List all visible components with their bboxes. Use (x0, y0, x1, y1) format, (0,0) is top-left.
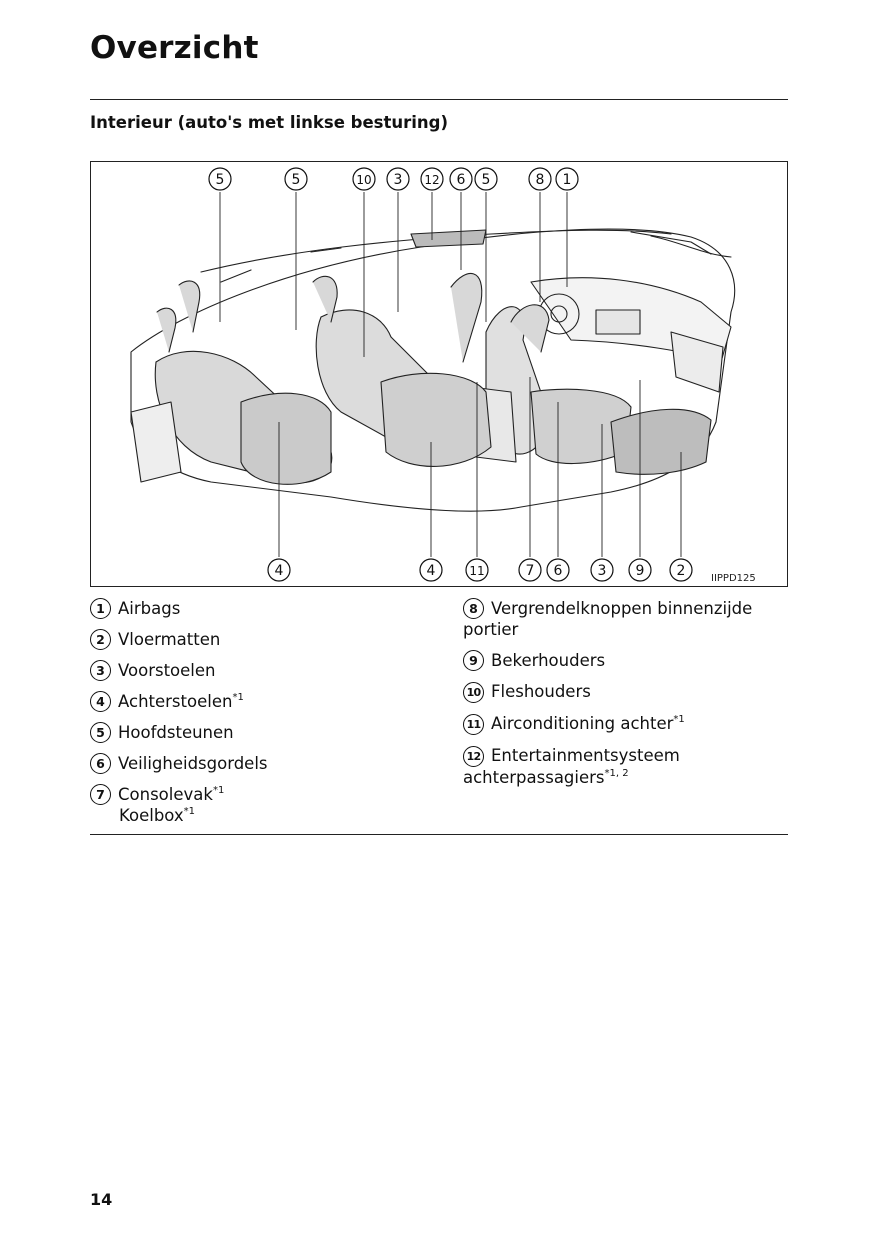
callout-4-b: 4 (419, 558, 443, 582)
svg-text:10: 10 (356, 173, 371, 187)
callout-3-bottom: 3 (590, 558, 614, 582)
legend-item-veiligheidsgordels: 6 Veiligheidsgordels (90, 753, 450, 774)
legend-number: 6 (90, 753, 111, 774)
svg-text:11: 11 (469, 564, 484, 578)
svg-text:12: 12 (424, 173, 439, 187)
svg-text:8: 8 (536, 172, 545, 188)
legend-item-vergrendelknoppen: 8 Vergrendelknoppen binnenzijde portier (463, 598, 793, 640)
footnote-marker: *1 (183, 806, 196, 817)
legend-divider (90, 834, 788, 835)
interior-illustration: 5 5 10 3 12 6 5 8 1 4 4 11 7 6 3 9 2 IIP… (90, 161, 788, 587)
legend-label: Airbags (118, 599, 181, 618)
svg-text:9: 9 (636, 563, 645, 579)
legend-number: 1 (90, 598, 111, 619)
callout-5-a: 5 (208, 167, 232, 191)
section-title: Interieur (auto's met linkse besturing) (90, 113, 448, 132)
figure-code: IIPPD125 (711, 573, 756, 584)
legend-left: 1 Airbags 2 Vloermatten 3 Voorstoelen 4 Acht… (90, 598, 450, 836)
car-interior-drawing: 5 5 10 3 12 6 5 8 1 4 4 11 7 6 3 9 2 IIP… (130, 167, 756, 584)
page-number: 14 (90, 1190, 113, 1209)
legend-number: 10 (463, 682, 484, 703)
legend-number: 2 (90, 629, 111, 650)
svg-text:2: 2 (677, 563, 686, 579)
legend-label: Voorstoelen (118, 661, 216, 680)
legend-label: Vloermatten (118, 630, 221, 649)
legend-item-airconditioning: 11 Airconditioning achter*1 (463, 713, 793, 735)
legend-label: Hoofdsteunen (118, 723, 234, 742)
callout-12: 12 (420, 167, 444, 191)
svg-text:4: 4 (427, 563, 436, 579)
legend-number: 12 (463, 746, 484, 767)
callout-4-a: 4 (267, 558, 291, 582)
legend-item-airbags: 1 Airbags (90, 598, 450, 619)
legend-number: 11 (463, 714, 484, 735)
callout-10: 10 (352, 167, 376, 191)
callout-1: 1 (555, 167, 579, 191)
legend-item-hoofdsteunen: 5 Hoofdsteunen (90, 722, 450, 743)
callout-5-c: 5 (474, 167, 498, 191)
svg-text:6: 6 (554, 563, 563, 579)
legend-label: Fleshouders (491, 682, 591, 701)
callout-6-top: 6 (449, 167, 473, 191)
legend-label-continued: portier (463, 620, 519, 639)
svg-text:5: 5 (292, 172, 301, 188)
legend-label-koelbox: Koelbox (119, 806, 184, 825)
callout-7: 7 (518, 558, 542, 582)
callout-8: 8 (528, 167, 552, 191)
footnote-marker: *1 (673, 714, 685, 725)
legend-right: 8 Vergrendelknoppen binnenzijde portier 9… (463, 598, 793, 798)
svg-text:3: 3 (598, 563, 607, 579)
legend-label: Achterstoelen (118, 692, 233, 711)
svg-text:5: 5 (216, 172, 225, 188)
legend-label: Veiligheidsgordels (118, 754, 268, 773)
footnote-marker: *1 (212, 785, 225, 796)
svg-text:6: 6 (457, 172, 466, 188)
callout-2: 2 (669, 558, 693, 582)
legend-label: Vergrendelknoppen binnenzijde (491, 599, 753, 618)
legend-label: Entertainmentsysteem (491, 746, 680, 765)
page-title: Overzicht (90, 30, 259, 66)
legend-item-achterstoelen: 4 Achterstoelen*1 (90, 691, 450, 712)
callout-11: 11 (465, 558, 489, 582)
title-divider (90, 99, 788, 100)
callout-3-top: 3 (386, 167, 410, 191)
legend-label: Bekerhouders (491, 651, 606, 670)
callout-5-b: 5 (284, 167, 308, 191)
legend-number: 7 (90, 784, 111, 805)
footnote-marker: *1 (232, 692, 244, 703)
svg-text:3: 3 (394, 172, 403, 188)
legend-number: 5 (90, 722, 111, 743)
legend-label: Consolevak (118, 785, 213, 804)
legend-item-vloermatten: 2 Vloermatten (90, 629, 450, 650)
callout-9: 9 (628, 558, 652, 582)
legend-item-bekerhouders: 9 Bekerhouders (463, 650, 793, 671)
svg-text:5: 5 (482, 172, 491, 188)
legend-label: Airconditioning achter (491, 714, 674, 733)
legend-item-entertainment: 12 Entertainmentsysteem achterpassagiers*… (463, 745, 793, 788)
legend-item-fleshouders: 10 Fleshouders (463, 681, 793, 703)
callout-6-bottom: 6 (546, 558, 570, 582)
legend-number: 9 (463, 650, 484, 671)
legend-number: 4 (90, 691, 111, 712)
svg-text:4: 4 (275, 563, 284, 579)
svg-text:1: 1 (563, 172, 572, 188)
footnote-marker: *1, 2 (604, 768, 629, 779)
legend-item-voorstoelen: 3 Voorstoelen (90, 660, 450, 681)
svg-text:7: 7 (526, 563, 535, 579)
legend-number: 8 (463, 598, 484, 619)
legend-number: 3 (90, 660, 111, 681)
legend-label-continued: achterpassagiers (463, 768, 605, 787)
